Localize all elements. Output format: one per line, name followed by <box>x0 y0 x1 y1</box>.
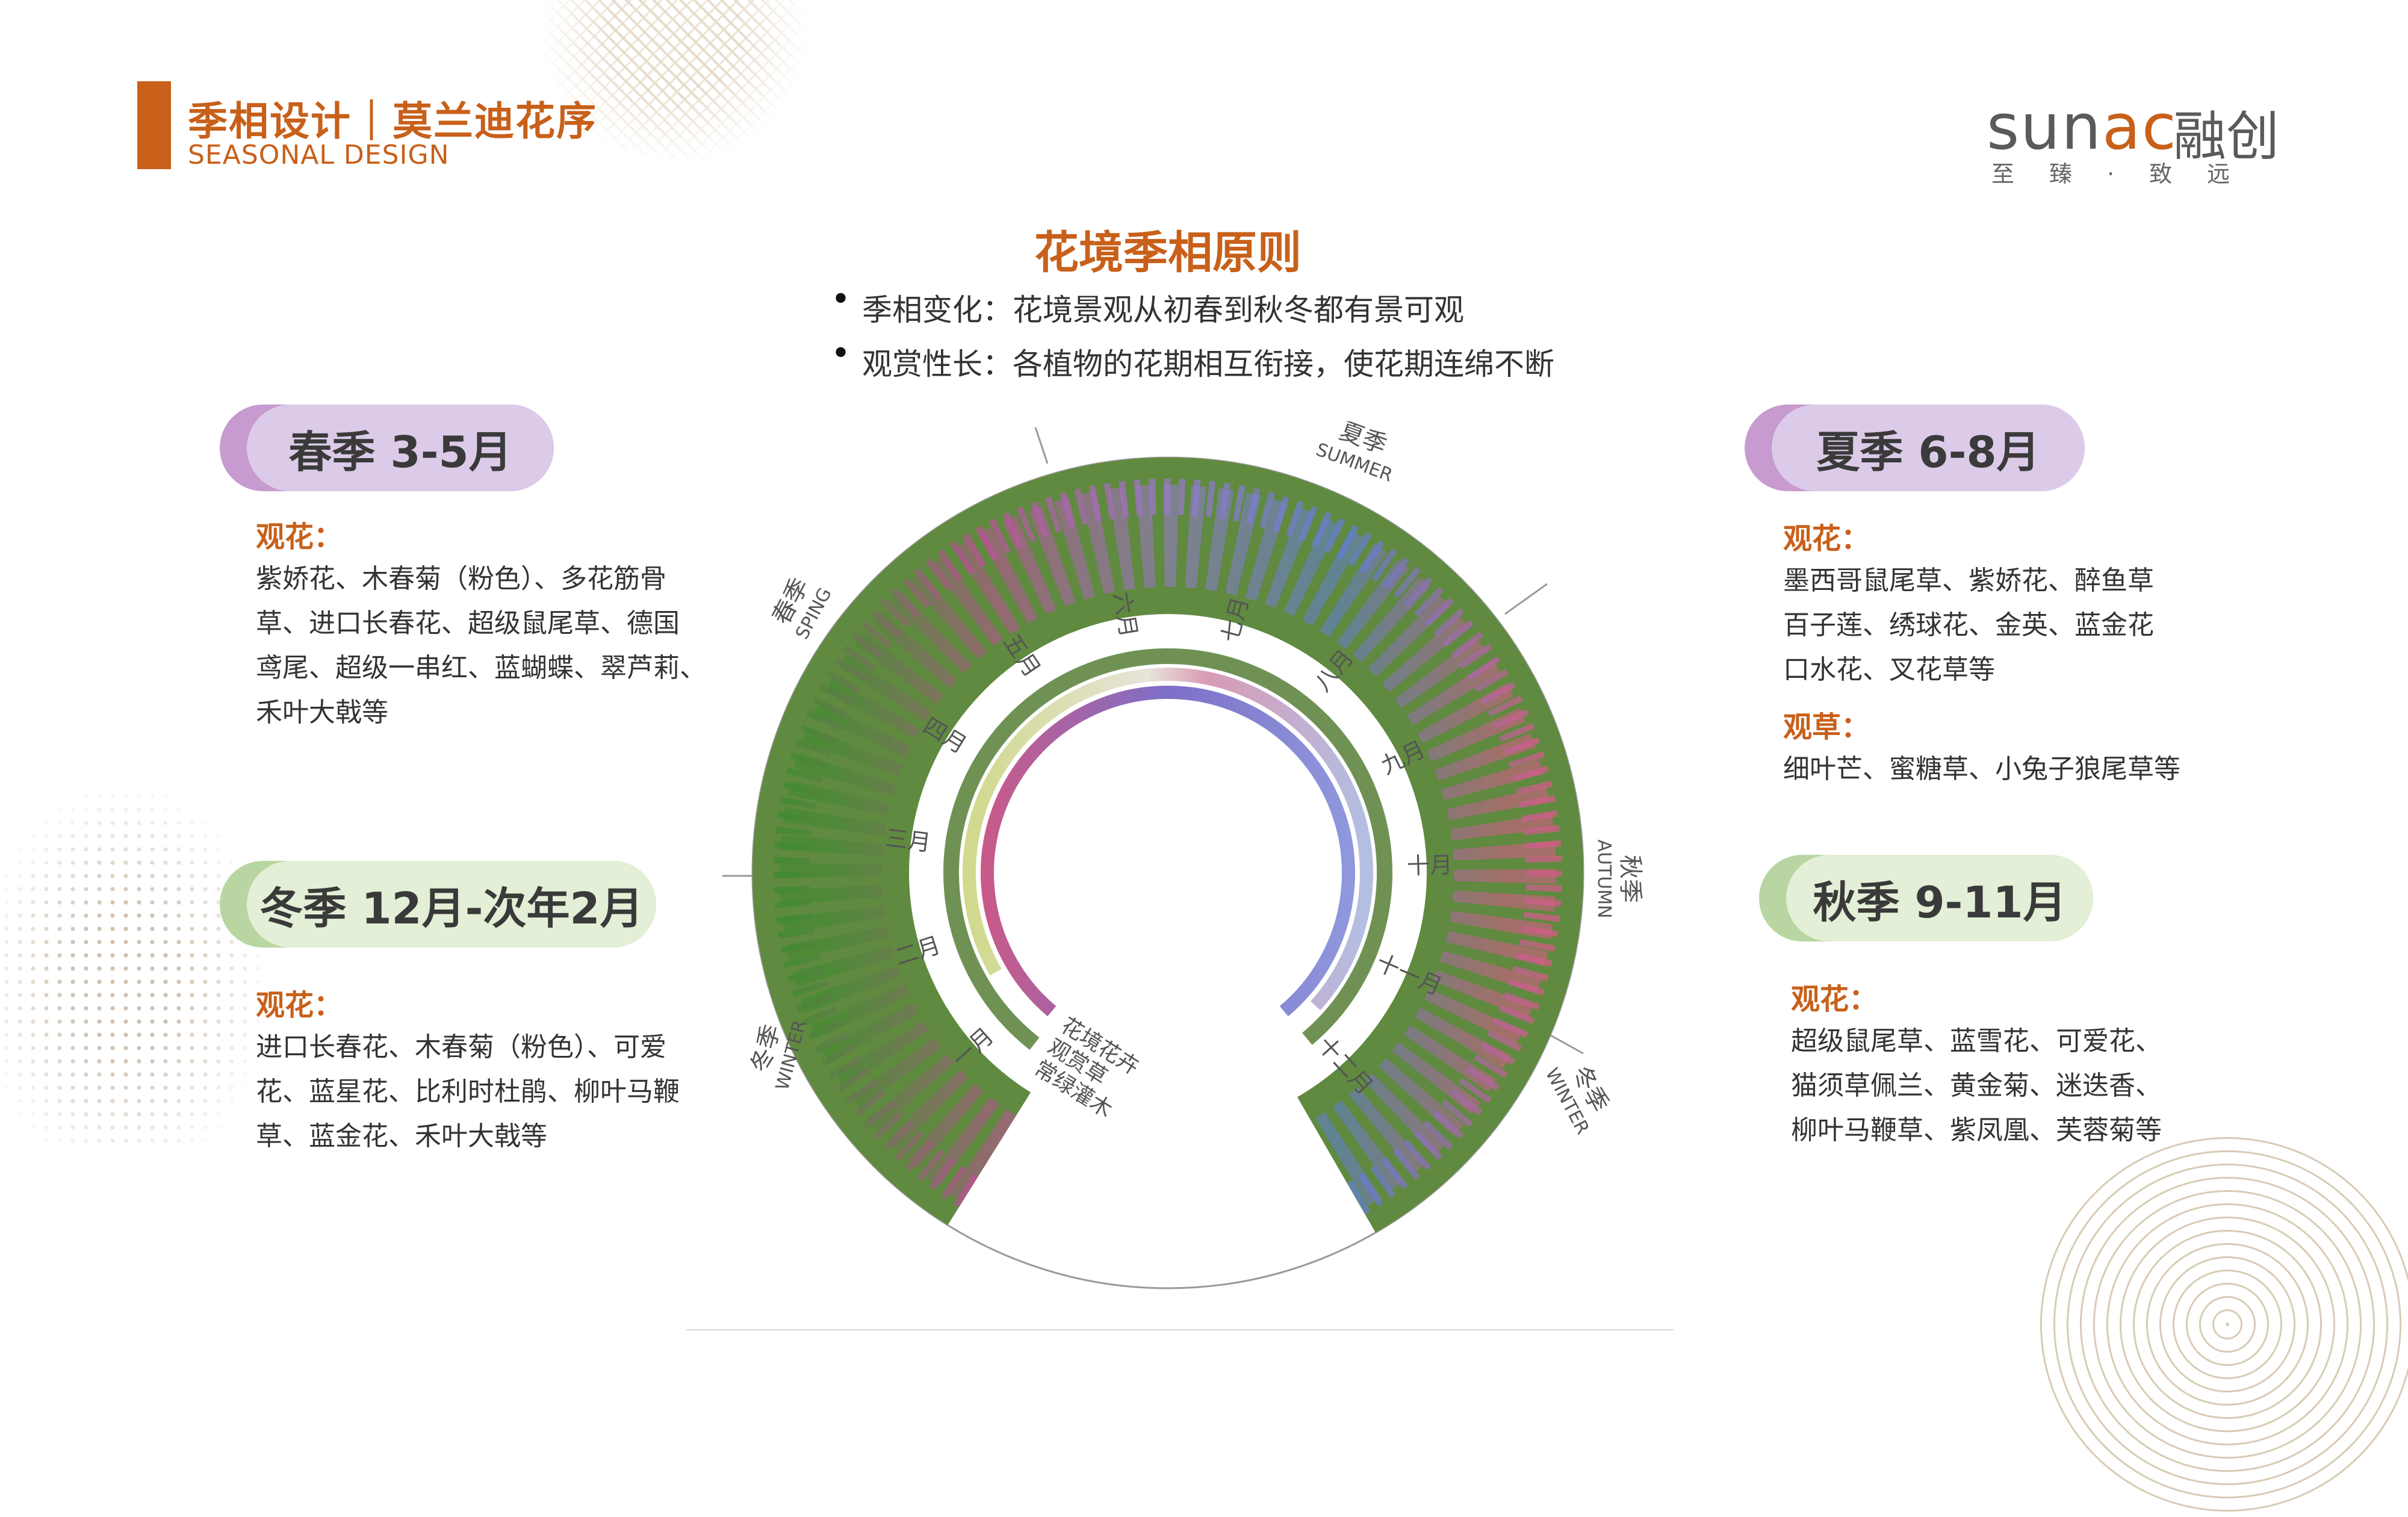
logo-wordmark: sunac <box>1987 90 2177 164</box>
flower-planting-band <box>752 458 1583 1233</box>
title-accent-bar <box>137 81 171 169</box>
season-divider-line <box>1034 427 1049 464</box>
summer-pill: 夏季 6-8月 <box>1745 405 2085 491</box>
principles-title: 花境季相原则 <box>1034 227 1302 279</box>
flower-ring <box>943 648 1393 1050</box>
summer-flower-text: 墨西哥鼠尾草、紫娇花、醉鱼草 百子莲、绣球花、金英、蓝金花 口水花、叉花草等 <box>1783 565 2154 685</box>
blossom-band <box>780 485 1556 1209</box>
autumn-flower-text: 超级鼠尾草、蓝雪花、可爱花、 猫须草佩兰、黄金菊、迷迭香、 柳叶马鞭草、紫凤凰、… <box>1791 1026 2162 1146</box>
summer-flower-label: 观花： <box>1783 522 1870 556</box>
season-label-en: AUTUMN <box>1593 839 1615 918</box>
spring-pill: 春季 3-5月 <box>220 405 554 491</box>
summer-grass-text: 细叶芒、蜜糖草、小兔子狼尾草等 <box>1783 754 2180 784</box>
ring-legend: 花境花卉 观赏草 常绿灌木 <box>1030 1013 1143 1123</box>
winter-pill: 冬季 12月-次年2月 <box>220 861 656 948</box>
logo-slogan: 至臻·致远 <box>1991 161 2265 187</box>
spring-title: 春季 3-5月 <box>247 405 554 491</box>
month-label: 三月 <box>884 825 932 857</box>
summer-grass-label: 观草： <box>1783 710 1870 744</box>
brand-logo: sunac 融创 至臻·致远 <box>1987 90 2279 193</box>
winter-flower-text: 进口长春花、木春菊（粉色）、可爱 花、蓝星花、比利时杜鹃、柳叶马鞭 草、蓝金花、… <box>256 1032 680 1152</box>
dot-pattern-decoration <box>0 777 277 1150</box>
winter-title: 冬季 12月-次年2月 <box>247 861 656 948</box>
logo-brand-cn: 融创 <box>2173 105 2280 167</box>
autumn-pill: 秋季 9-11月 <box>1759 855 2093 942</box>
page-subtitle: SEASONAL DESIGN <box>188 140 450 170</box>
autumn-flower-label: 观花： <box>1791 982 1878 1016</box>
page-title: 季相设计｜莫兰迪花序 <box>188 98 597 144</box>
season-label-cn: 秋季 <box>1616 855 1644 903</box>
grass-ring <box>963 668 1373 1011</box>
bottom-divider <box>686 1329 1674 1330</box>
season-divider-line <box>1504 583 1548 615</box>
seasonal-flower-wheel: 一月 二月 三月 四月 五月 六月 七月 八月 九月 十月 十一月 十二月 春季… <box>722 421 1644 1289</box>
spring-flower-text: 紫娇花、木春菊（粉色）、多花筋骨 草、进口长春花、超级鼠尾草、德国 鸢尾、超级一… <box>256 563 706 728</box>
concentric-rings-decoration <box>2035 1132 2408 1517</box>
shrub-ring <box>981 685 1355 1017</box>
autumn-title: 秋季 9-11月 <box>1786 855 2093 942</box>
winter-flower-label: 观花： <box>256 988 343 1022</box>
bloom-period-rings <box>943 648 1393 1050</box>
month-label: 十月 <box>1406 852 1453 879</box>
summer-title: 夏季 6-8月 <box>1772 405 2085 491</box>
spring-flower-label: 观花： <box>256 520 343 554</box>
principle-bullet: 观赏性长：各植物的花期相互衔接，使花期连绵不断 <box>831 334 1554 383</box>
principle-bullet: 季相变化：花境景观从初春到秋冬都有景可观 <box>831 280 1464 329</box>
